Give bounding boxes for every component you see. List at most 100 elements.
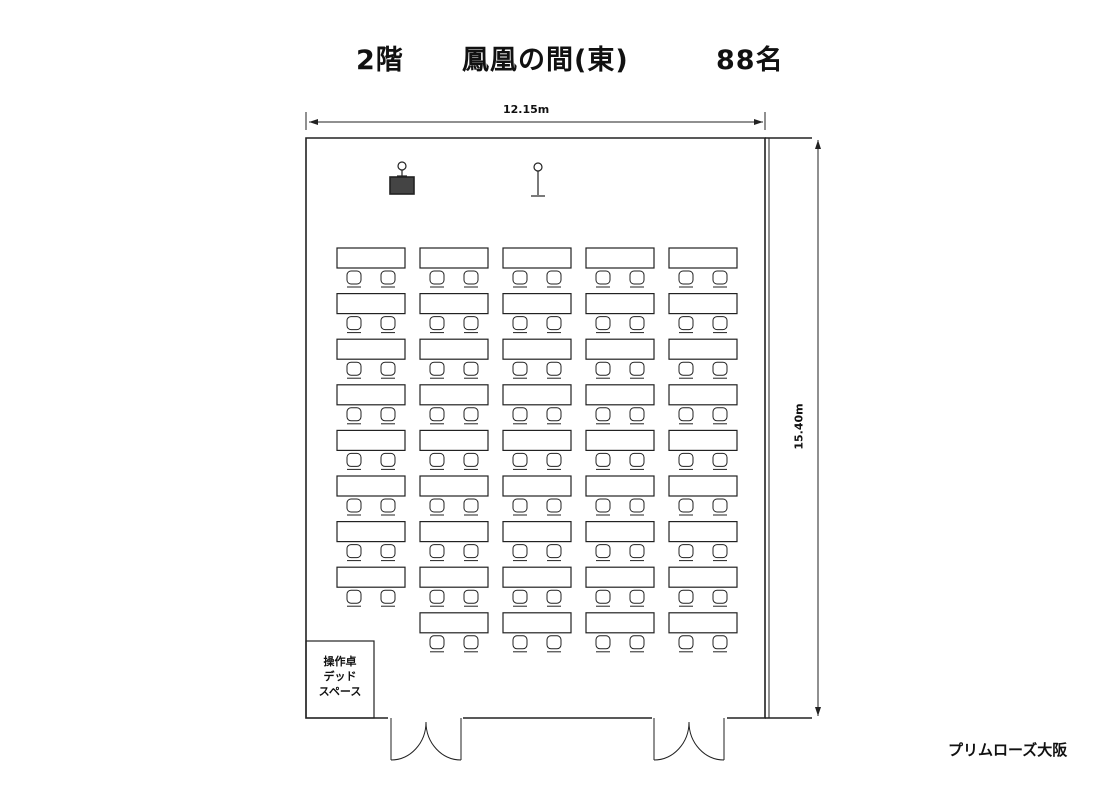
chair (629, 407, 645, 425)
table (502, 338, 572, 360)
table-unit (419, 429, 489, 470)
chair (678, 407, 694, 425)
chair (429, 270, 445, 288)
table-unit (336, 520, 406, 562)
table (585, 429, 655, 451)
chair (429, 589, 445, 607)
chair (678, 452, 694, 470)
chair (380, 452, 396, 470)
table (419, 338, 489, 360)
table (585, 247, 655, 269)
chair (463, 544, 479, 562)
table (419, 384, 489, 406)
table-unit (668, 338, 738, 379)
chair (512, 361, 528, 379)
brand-name: プリムローズ大阪 (948, 741, 1068, 759)
chair (463, 316, 479, 334)
chair (380, 544, 396, 562)
table-unit (336, 566, 406, 607)
chair (712, 270, 728, 288)
chair (463, 635, 479, 653)
chair (380, 407, 396, 425)
table (668, 247, 738, 269)
chair (346, 407, 362, 425)
ops-area-label: 操作卓 デッド スペース (307, 654, 373, 699)
table-unit (668, 566, 738, 607)
table (336, 429, 406, 451)
table (668, 520, 738, 543)
chair (429, 544, 445, 562)
chair (346, 544, 362, 562)
table-unit (502, 429, 572, 470)
chair (712, 589, 728, 607)
table-unit (336, 429, 406, 470)
room-name: 鳳凰の間(東) (462, 45, 629, 76)
chair (595, 361, 611, 379)
table-unit (585, 612, 655, 653)
ops-line-2: デッド (323, 670, 357, 683)
mic-stand-icon (531, 162, 545, 197)
table (668, 384, 738, 406)
table (502, 293, 572, 315)
chair (595, 407, 611, 425)
table-unit (585, 384, 655, 425)
chair (546, 452, 562, 470)
table (336, 475, 406, 497)
table-unit (585, 293, 655, 334)
table-unit (502, 293, 572, 334)
chair (678, 635, 694, 653)
chair (512, 270, 528, 288)
table (502, 612, 572, 634)
chair (463, 498, 479, 516)
width-dimension-label: 12.15m (503, 103, 550, 116)
table (585, 520, 655, 543)
table-unit (668, 247, 738, 288)
chair (429, 316, 445, 334)
table (502, 384, 572, 406)
chair (463, 361, 479, 379)
chair (712, 361, 728, 379)
chair (595, 635, 611, 653)
chair (512, 635, 528, 653)
width-arrow-left (309, 119, 318, 125)
chair (346, 361, 362, 379)
table (585, 293, 655, 315)
table (419, 429, 489, 451)
table-unit (585, 247, 655, 288)
ops-area-box (305, 640, 375, 719)
table (585, 566, 655, 588)
chair (595, 452, 611, 470)
table-unit (585, 338, 655, 379)
chair (629, 544, 645, 562)
chair (512, 544, 528, 562)
chair (712, 407, 728, 425)
chair (380, 589, 396, 607)
table (668, 475, 738, 497)
chair (463, 270, 479, 288)
chair (595, 589, 611, 607)
chair (380, 498, 396, 516)
chair (678, 361, 694, 379)
table-unit (419, 520, 489, 562)
chair (463, 452, 479, 470)
chair (629, 498, 645, 516)
chair (429, 498, 445, 516)
speaker-icon (397, 161, 407, 177)
table-unit (419, 247, 489, 288)
chair (512, 498, 528, 516)
table (585, 612, 655, 634)
chair (512, 407, 528, 425)
chair (678, 544, 694, 562)
table-unit (502, 384, 572, 425)
chair (546, 498, 562, 516)
chair (546, 316, 562, 334)
chair (512, 452, 528, 470)
chair (595, 498, 611, 516)
chair (346, 452, 362, 470)
capacity-label: 88名 (716, 45, 784, 76)
chair (429, 452, 445, 470)
table-unit (336, 293, 406, 334)
table-unit (585, 429, 655, 470)
table-unit (419, 475, 489, 516)
table-unit (502, 475, 572, 516)
